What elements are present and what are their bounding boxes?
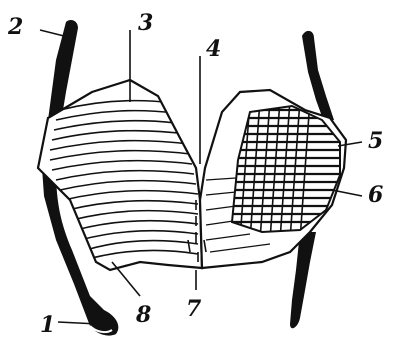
label-3: 3 <box>138 10 153 36</box>
label-5: 5 <box>368 128 383 154</box>
label-4: 4 <box>206 36 221 62</box>
label-8: 8 <box>135 302 151 328</box>
label-2: 2 <box>7 14 23 40</box>
label-7: 7 <box>186 296 202 322</box>
label-1: 1 <box>40 312 55 338</box>
label-6: 6 <box>368 182 383 208</box>
